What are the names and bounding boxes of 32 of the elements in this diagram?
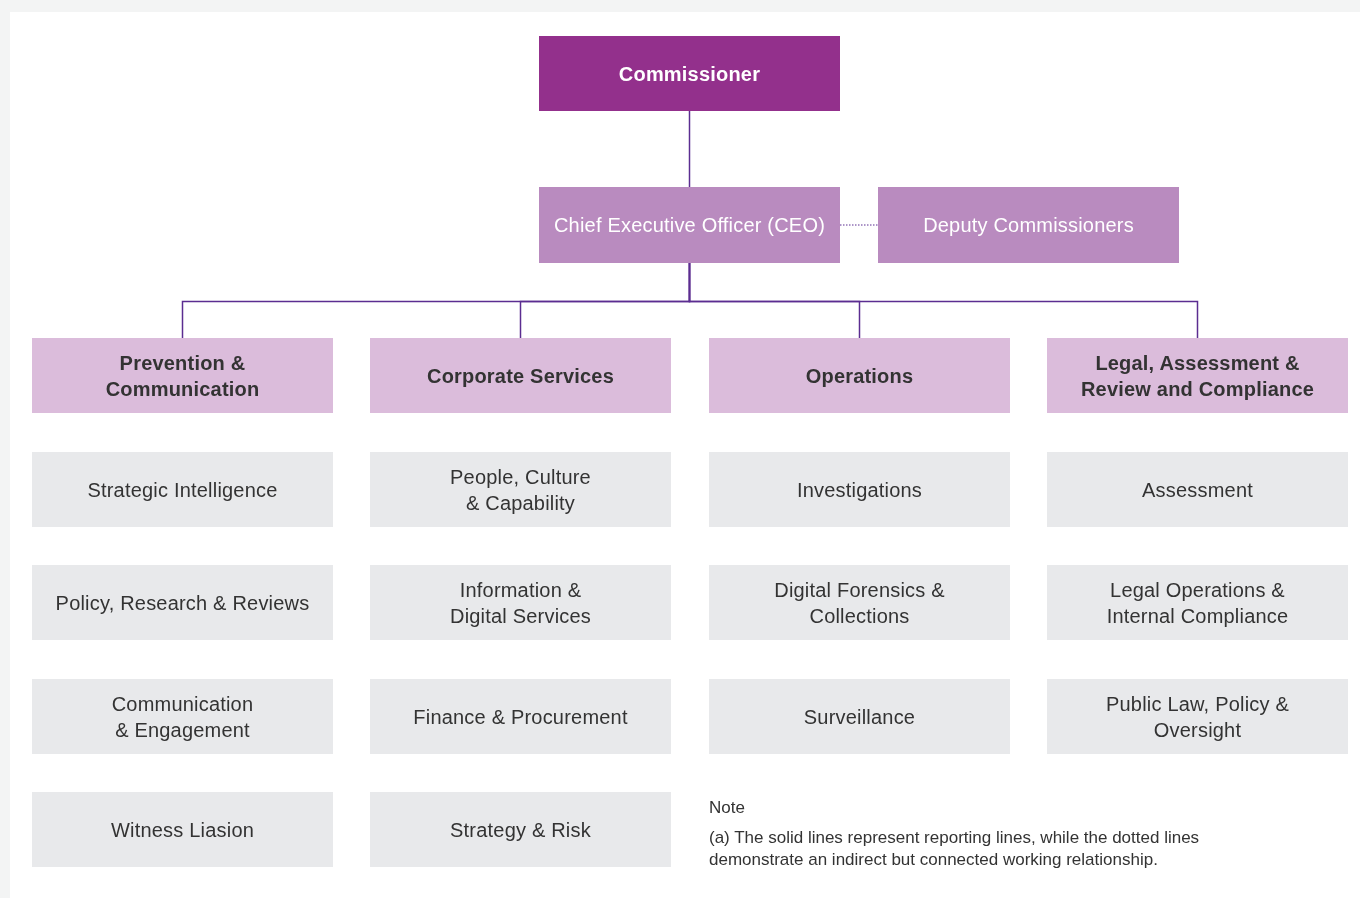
- node-label: Strategy & Risk: [450, 817, 591, 843]
- note-heading: Note: [709, 797, 746, 819]
- division-box: [1047, 338, 1348, 413]
- node-label: Operations: [805, 363, 914, 389]
- node-label: Deputy Commissioners: [923, 213, 1134, 238]
- node-label: Communication & Engagement: [110, 691, 255, 743]
- node-label: Commissioner: [618, 61, 761, 87]
- node-label: Finance & Procurement: [413, 704, 628, 730]
- node-label: Legal, Assessment & Review and Compliance: [1079, 350, 1316, 402]
- node-label: Investigations: [796, 477, 923, 503]
- node-label: Prevention & Communication: [104, 350, 261, 402]
- node-label: Legal Operations & Internal Compliance: [1105, 577, 1290, 629]
- note-text: (a) The solid lines represent reporting lines, while the dotted lines demonstrate an indirect but connected working relationship.: [709, 827, 1201, 871]
- executive-box: [878, 187, 1179, 263]
- node-label: Strategic Intelligence: [87, 477, 278, 503]
- node-label: Corporate Services: [427, 363, 614, 389]
- executive-box: [539, 187, 840, 263]
- division-box: [370, 338, 671, 413]
- node-label: Policy, Research & Reviews: [55, 590, 310, 616]
- node-label: Public Law, Policy & Oversight: [1105, 691, 1290, 743]
- node-label: Witness Liasion: [110, 817, 255, 843]
- node-label: Information & Digital Services: [449, 577, 592, 629]
- node-label: Digital Forensics & Collections: [773, 577, 946, 629]
- connector-line: [688, 110, 691, 188]
- node-label: Surveillance: [803, 704, 916, 730]
- division-box: [709, 338, 1010, 413]
- node-label: Chief Executive Officer (CEO): [553, 213, 826, 238]
- connector-line: [688, 262, 1199, 339]
- division-box: [32, 338, 333, 413]
- executive-box: [539, 36, 840, 111]
- node-label: Assessment: [1142, 477, 1253, 503]
- node-label: People, Culture & Capability: [449, 464, 592, 516]
